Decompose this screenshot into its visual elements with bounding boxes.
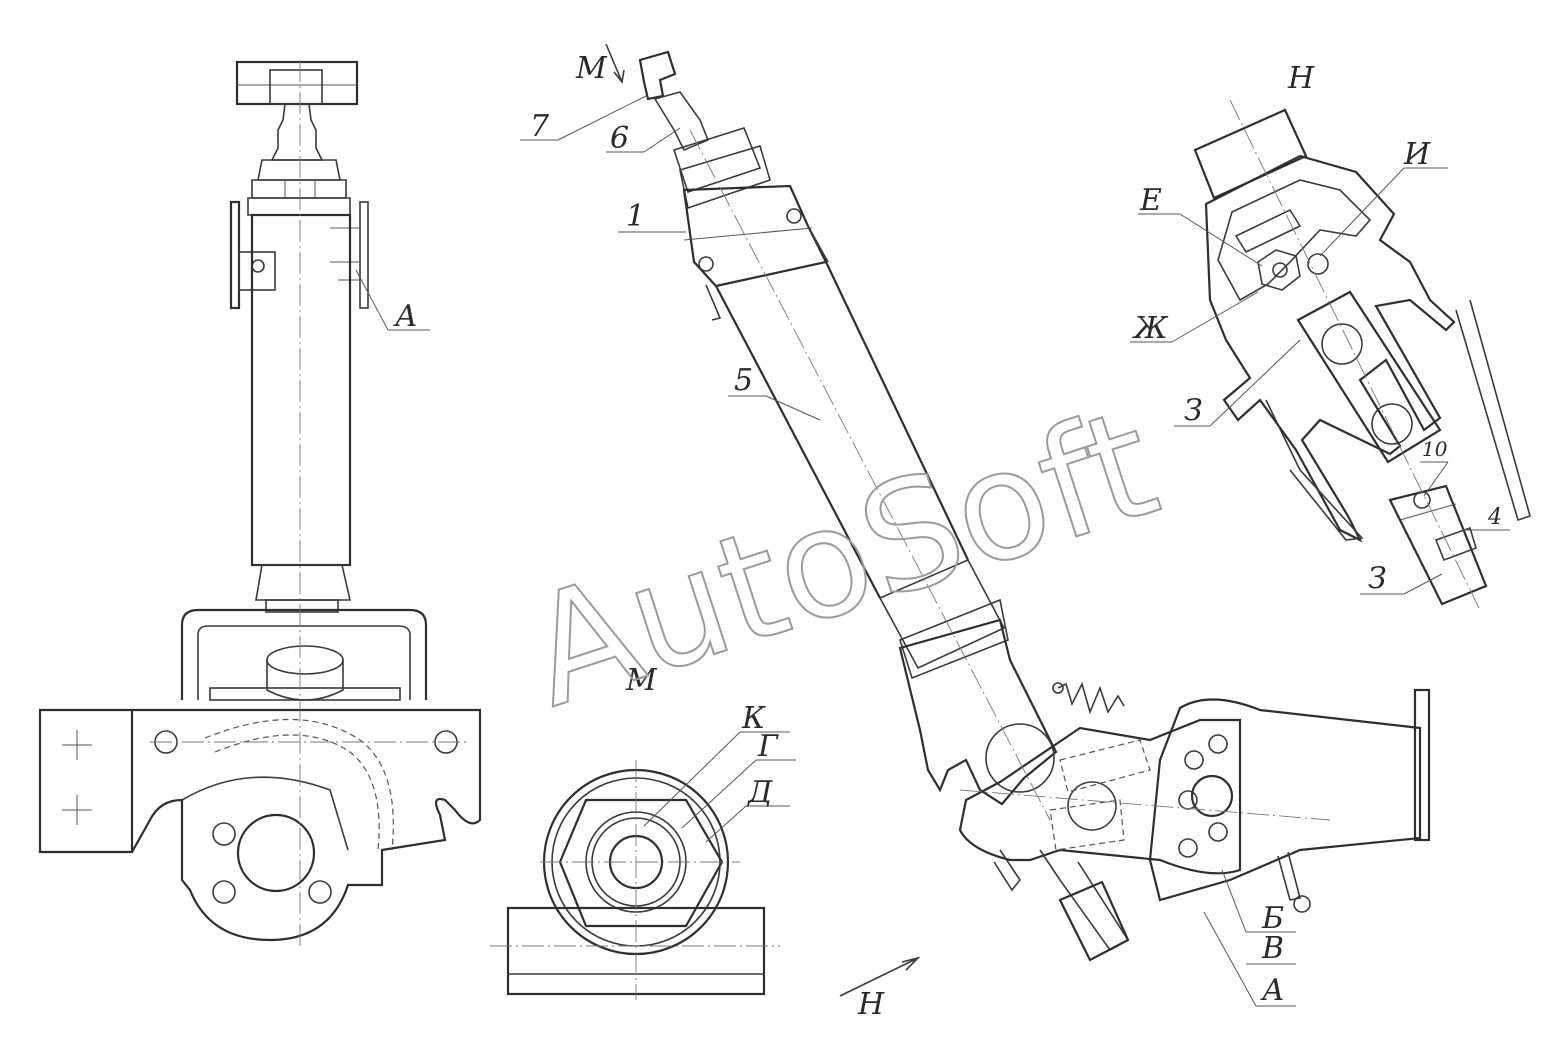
top-handle — [235, 60, 359, 106]
section-n: Н — [1193, 61, 1531, 611]
callouts-lower-right: Б В А — [1203, 869, 1296, 1008]
label-z-upper: З — [1184, 393, 1203, 428]
label-1: 1 — [626, 199, 645, 234]
label-d: Д — [746, 775, 773, 810]
label-7: 7 — [530, 109, 550, 144]
view-m: М К Г Д — [490, 663, 796, 1000]
label-g: Г — [757, 729, 779, 764]
label-n-bottom: Н — [857, 987, 885, 1022]
label-zh: Ж — [1132, 311, 1169, 346]
label-a-left: А — [393, 299, 418, 334]
left-view-assembly — [38, 60, 482, 950]
watermark-logo: AutoSoft — [509, 377, 1175, 742]
label-z-lower: З — [1368, 561, 1387, 596]
label-5: 5 — [734, 363, 753, 398]
label-a-right: А — [1260, 973, 1285, 1008]
center-view-assembly — [638, 50, 1431, 962]
callouts-section-n: Е И Ж З 10 4 З — [1130, 137, 1510, 596]
label-e: Е — [1139, 183, 1162, 218]
label-b: Б — [1261, 901, 1284, 936]
label-4: 4 — [1487, 505, 1502, 530]
label-m-view: М — [625, 663, 658, 698]
label-k: К — [741, 701, 766, 736]
label-i: И — [1403, 137, 1431, 172]
label-10: 10 — [1422, 437, 1448, 461]
section-arrow-m: М — [575, 43, 625, 86]
label-n-top: Н — [1287, 61, 1315, 96]
callout-a-left: А — [355, 269, 430, 334]
label-v: В — [1261, 931, 1284, 966]
callouts-center: 7 6 1 5 — [520, 95, 821, 421]
label-m-top: М — [575, 51, 608, 86]
label-6: 6 — [610, 121, 629, 156]
section-arrow-n: Н — [839, 956, 921, 1022]
